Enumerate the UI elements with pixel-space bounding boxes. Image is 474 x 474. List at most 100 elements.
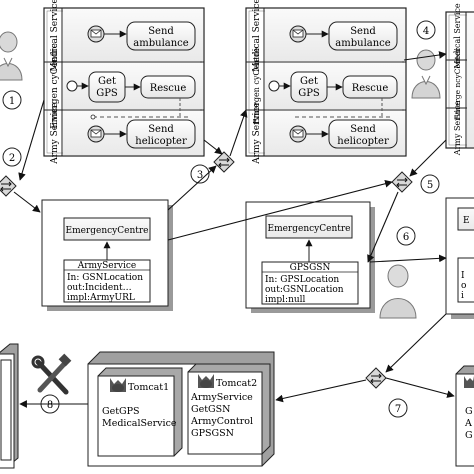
start-event-icon [66,80,78,92]
tools-icon [31,353,72,395]
step-number-8-label: 8 [47,400,53,411]
model1-attr-out: out:Incident… [67,283,132,293]
flow-arrow [385,313,447,373]
flow-arrow [229,109,248,157]
step-number-1-label: 1 [9,96,15,107]
model2-class-top [265,215,353,239]
task-send-helicopter [328,119,398,149]
task-get-gps-line2: GPS [96,88,118,99]
model2-attr-out: out:GSNLocation [265,285,344,295]
step-number-7-label: 7 [395,404,401,415]
model1-class-top [63,217,151,241]
exchange-gateway-icon [391,171,413,193]
model2-attr-impl: impl:null [265,295,306,305]
tomcat1-service-0: GetGPS [102,406,140,417]
exchange-gateway-icon [365,367,387,389]
tomcat2-service-0: ArmyService [190,392,253,403]
flow-arrows [13,51,455,408]
task-send-ambulance [328,21,398,51]
task-rescue [342,75,398,99]
step-number-6: 6 [396,226,416,246]
task-send-helicopter [126,119,196,149]
exchange-gateway-icon [0,175,17,197]
task-send-ambulance-line2: ambulance [133,38,188,49]
bpmn-pool-3-partial: Medical Service Emerge ncyCenter Army Se… [445,3,474,156]
step-number-6-label: 6 [403,232,409,243]
start-event-icon [268,80,280,92]
flow-arrow [403,51,447,61]
step-number-4-label: 4 [423,26,429,37]
task-send-ambulance-line2: ambulance [335,38,390,49]
tomcat1-name: Tomcat1 [128,382,169,393]
task-rescue-label: Rescue [150,83,187,94]
step-number-5: 5 [420,174,440,194]
message-start-event-icon [289,25,307,43]
step-number-3-label: 3 [197,170,203,181]
tomcat2-name: Tomcat2 [216,378,257,389]
pool1-lane-medical: Medical Service [50,0,60,72]
step-number-7: 7 [388,398,408,418]
task-send-helicopter-line1: Send [350,124,376,135]
person-icon [411,49,441,99]
person-icon [0,31,23,81]
step-number-2: 2 [2,147,22,167]
task-get-gps-line2: GPS [298,88,320,99]
bpmn-pool-1: Medical Service Emergen cyCentre Army Se… [43,0,205,165]
message-start-event-icon [87,25,105,43]
tomcat1-service-1: MedicalService [102,418,177,429]
tomcat-logo-icon [110,378,126,392]
flow-arrow [167,165,217,211]
task-rescue [140,75,196,99]
model2-class-bottom [261,261,359,305]
task-send-helicopter-line2: helicopter [135,136,187,147]
model3-attr-impl: i [461,291,464,301]
tomcat-logo-icon [198,374,214,388]
pool2-lane-army: Army Service [252,102,262,164]
task-send-helicopter-line1: Send [148,124,174,135]
pool2-lane-medical: Medical Service [252,0,262,72]
task-send-ambulance [126,21,196,51]
model2-class-top-label: EmergencyCentre [268,224,351,234]
flow-arrow [275,379,367,403]
model2-class-bottom-label: GPSGSN [290,263,331,273]
model3-attr-out: o [461,281,466,291]
pool3-lane-emergency: Emerge ncyCenter [453,48,462,120]
flow-arrow [13,191,41,213]
deployment-node-left-partial [0,343,19,469]
model-box-2: EmergencyCentre GPSGSN In: GPSLocation o… [245,201,375,313]
model-box-1: EmergencyCentre ArmyService In: GSNLocat… [41,199,173,311]
flow-arrow [367,191,399,263]
model1-class-bottom [63,259,151,303]
tomcat2-service-1: GetGSN [191,404,230,415]
flow-arrow [385,377,455,398]
task-send-ambulance-line1: Send [350,26,376,37]
step-number-2-label: 2 [9,153,15,164]
flow-arrow [18,99,45,181]
flow-arrow [167,180,393,241]
deployment-node-right-partial: G A G [455,365,474,467]
tomcat2-service-2: ArmyControl [190,416,253,427]
pool1-lane-emergency: Emergen cyCentre [50,43,60,129]
pool3-lane-army: Army Service [453,100,462,156]
task-send-ambulance-line1: Send [148,26,174,37]
tomcat2-service-3: GPSGSN [191,428,234,439]
person-icon [379,264,417,319]
exchange-gateway-icon [213,151,235,173]
pool3-lane-medical: Medical Service [453,3,462,69]
tomcat1-node: Tomcat1 GetGPS MedicalService [97,367,183,457]
model-box-3-partial: E I o i [445,197,474,319]
pool2-lane-emergency: Emergen cyCentre [252,48,261,125]
tomcat3-service-2: G [465,430,473,441]
tomcat3-service-0: G [465,406,473,417]
model1-class-top-label: EmergencyCentre [66,226,149,236]
flow-arrow [369,254,447,263]
tomcat-logo-icon [464,376,474,388]
model3-class-top-label: E [463,216,470,226]
step-number-1: 1 [2,90,22,110]
step-number-4: 4 [416,20,436,40]
model1-attr-impl: impl:ArmyURL [67,293,135,303]
model1-class-bottom-label: ArmyService [77,261,137,271]
step-number-3: 3 [190,164,210,184]
model2-attr-in: In: GPSLocation [265,275,339,285]
